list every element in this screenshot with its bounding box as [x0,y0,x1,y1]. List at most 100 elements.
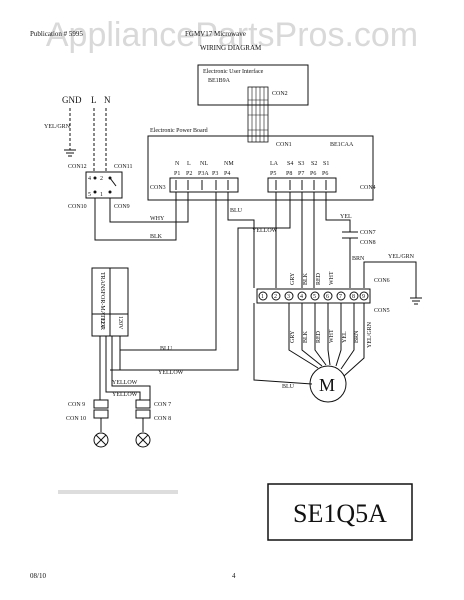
wire-yellow: YELLOW [252,228,278,234]
sw-con9: CON9 [114,204,130,210]
terminal-pins [258,291,369,301]
lamp-con7: CON 7 [154,402,171,408]
term-1: 1 [261,294,264,300]
pin-S4: S4 [287,161,293,167]
power-board-con1: CON1 [276,142,292,148]
pin-id-P6b: P6 [322,171,328,177]
pin-N: N [175,161,180,167]
transformer-blu: BLU [160,346,173,352]
blu-wire [120,192,255,351]
term-6: 6 [326,294,329,300]
term-7: 7 [339,294,342,300]
model-code: SE1Q5A [293,499,387,528]
upper-blk: BLK [303,272,309,285]
lower-yel: YEL [342,331,348,343]
ui-conn: CON2 [272,91,288,97]
pin-id-P3: P3 [212,171,218,177]
yellow-wire [110,192,291,371]
wire-blu-board: BLU [230,208,243,214]
pin-L: L [187,161,191,167]
wire-brn: BRN [352,256,365,262]
footer-date: 08/10 [30,572,46,580]
term-5: 5 [313,294,316,300]
sw-pin-2: 2 [100,176,103,182]
motor-label: M [319,375,335,395]
lower-wht: WHT [329,329,335,343]
lamp-con9: CON 9 [68,402,85,408]
lower-blk: BLK [303,330,309,343]
diagram-title: WIRING DIAGRAM [200,44,262,52]
header-right: FGMV17 Microwave [185,30,246,38]
sw-pin-1: 1 [100,192,103,198]
pin-NM: NM [224,161,234,167]
power-board-con3: CON3 [150,185,166,191]
board-terminal-wires [275,192,315,288]
transformer-yellow: YELLOW [158,370,184,376]
pin-id-P6a: P6 [310,171,316,177]
motor [309,365,347,403]
sw-con11: CON11 [114,164,132,170]
lamp-right [135,432,151,448]
lower-brn: BRN [354,330,360,343]
wire-blk: BLK [150,234,163,240]
pin-NL: NL [200,161,208,167]
power-board-part: BE1CAA [330,142,354,148]
term-9: 9 [362,294,365,300]
footer-page: 4 [232,572,236,580]
lower-yel-grn: YEL/GRN [367,321,373,348]
pin-id-P5: P5 [270,171,276,177]
transformer-wires [99,336,151,400]
lamp-con10: CON 10 [66,416,86,422]
terminal-strip [256,288,371,304]
motor-wires [253,303,365,385]
switch-contacts [93,176,117,194]
ground-right [363,261,422,305]
faint-mark [58,490,178,494]
supply-n: N [104,95,111,105]
lamp-con8: CON 8 [154,416,171,422]
sw-con10: CON10 [68,204,87,210]
power-board-title: Electronic Power Board [150,128,208,134]
board-connectors [169,177,337,193]
term-4: 4 [300,294,303,300]
lamp-left [93,432,109,448]
sw-con12: CON12 [68,164,87,170]
supply-wires [64,108,107,173]
lower-gry: GRY [290,330,296,343]
ribbon-cable [247,86,269,143]
ui-title: Electronic User Interface [203,68,264,75]
pin-S1: S1 [323,161,329,167]
motor-wire-blu: BLU [282,384,295,390]
lamp-yellow-2: YELLOW [112,392,138,398]
power-board-box [147,135,374,201]
wire-con5: CON5 [374,308,390,314]
pin-S2: S2 [311,161,317,167]
transformer-120v: 120V [117,316,123,330]
ui-part: BE1B9A [208,78,231,84]
term-3: 3 [287,294,290,300]
switch-board-wires [94,192,189,241]
pin-id-P1: P1 [174,171,180,177]
term-2: 2 [274,294,277,300]
upper-wht: WHT [329,271,335,285]
user-interface-box [197,64,309,106]
pin-LA: LA [270,161,279,167]
supply-l: L [91,95,97,105]
upper-gry: GRY [290,272,296,285]
term-8: 8 [352,294,355,300]
cap-con8: CON8 [360,240,376,246]
power-board-con4: CON4 [360,185,376,191]
wire-why: WHY [150,216,165,222]
header-left: Publication # 5995 [30,30,83,38]
transformer-12v: 12V [99,318,105,329]
pin-id-P8: P8 [286,171,292,177]
wire-yel-grn-right: YEL/GRN [388,254,415,260]
wire-yel-cap: YEL [340,214,352,220]
sw-pin-5: 5 [88,192,91,198]
pin-id-P3A: P3A [198,171,209,177]
supply-gnd: GND [62,95,82,105]
sw-pin-4: 4 [88,176,91,182]
lamp-yellow-1: YELLOW [112,380,138,386]
pin-id-P7: P7 [298,171,304,177]
